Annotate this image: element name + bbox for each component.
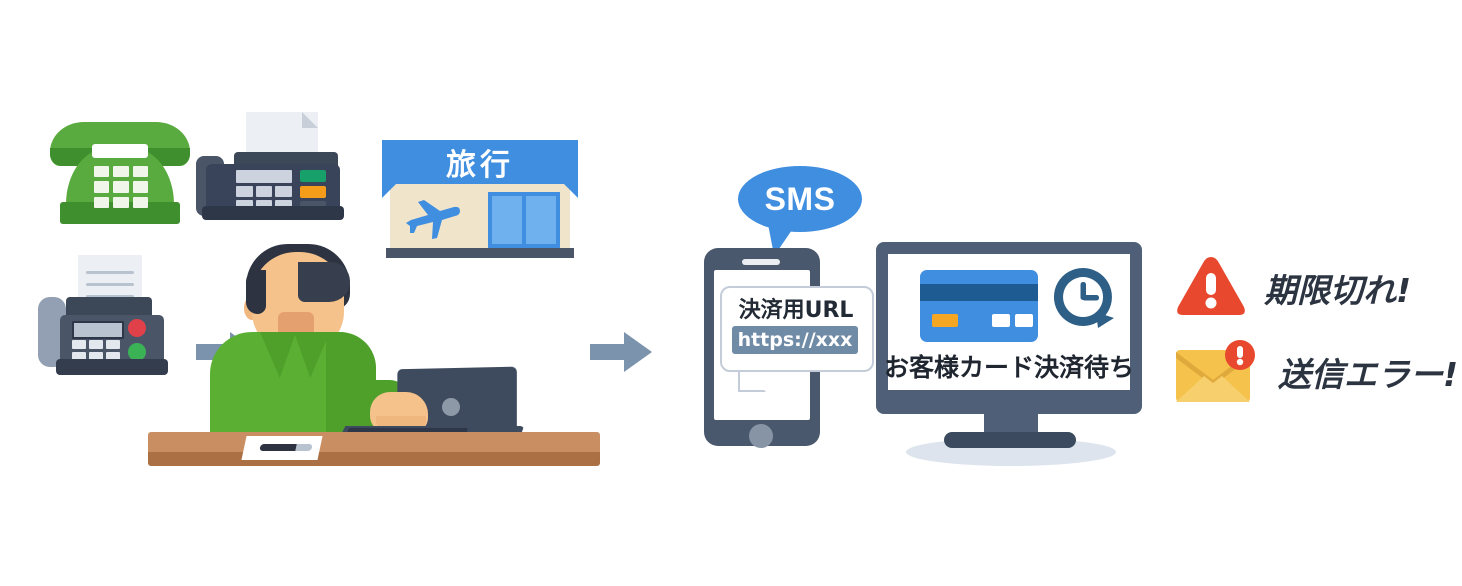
storefront-awning [382, 140, 578, 184]
storefront-door [488, 192, 560, 248]
monitor-caption: お客様カード決済待ち [884, 353, 1135, 382]
alert-expired-label: 期限切れ! [1264, 271, 1412, 310]
telephone-base [60, 202, 180, 224]
fax-green-button [300, 170, 326, 182]
credit-card-magnetic-stripe [920, 284, 1038, 301]
travel-agent-at-desk [148, 240, 600, 485]
fax-keypad [236, 186, 292, 210]
credit-card-chip [932, 314, 958, 327]
monitor-foot [944, 432, 1076, 448]
smartphone-home-button[interactable] [749, 424, 773, 448]
fax-display [236, 170, 292, 183]
alert-list: 期限切れ! 送信エラー! [1174, 255, 1458, 415]
hair-fringe [298, 262, 350, 302]
arrow-person-to-sms [590, 332, 652, 372]
storefront-sign-text: 旅行 [446, 148, 514, 183]
airplane-icon [406, 200, 460, 239]
mail-error-icon [1176, 340, 1255, 402]
fax-keypad [72, 340, 120, 360]
alert-expired: 期限切れ! [1174, 255, 1411, 321]
payment-url-chip[interactable]: https://xxx [732, 326, 858, 354]
fax-icon-top [190, 112, 354, 228]
desk-pen-tip [295, 444, 313, 451]
fax-display [72, 321, 124, 339]
fax-red-indicator [128, 319, 146, 337]
smartphone-speaker [742, 259, 780, 265]
payment-url-title: 決済用URL [738, 298, 854, 323]
payment-waiting-monitor: お客様カード決済待ち [876, 242, 1166, 472]
credit-card-icon [920, 270, 1038, 342]
telephone-icon [44, 104, 196, 228]
desk-edge [148, 452, 600, 466]
credit-card-mark-2 [1015, 314, 1033, 327]
storefront-icon: 旅行 [382, 140, 578, 262]
alert-send-error: 送信エラー! [1174, 340, 1458, 404]
fax-base [56, 359, 168, 375]
telephone-keypad [94, 166, 148, 208]
fax-icon-left [28, 255, 188, 385]
warning-triangle-icon [1177, 257, 1245, 315]
fax-green-indicator [128, 343, 146, 361]
sms-phone-group: SMS 決済用URL https://xxx [696, 166, 876, 451]
hair-side [246, 270, 266, 314]
sms-bubble: SMS [738, 166, 862, 232]
telephone-cradle [92, 144, 148, 158]
storefront-base [386, 248, 574, 258]
alert-send-error-label: 送信エラー! [1278, 355, 1459, 394]
sms-bubble-label: SMS [764, 180, 836, 217]
laptop-logo [442, 398, 460, 416]
fax-orange-button [300, 186, 326, 198]
credit-card-mark-1 [992, 314, 1010, 327]
fax-base [202, 206, 344, 220]
clock-pending-icon [1053, 268, 1114, 328]
